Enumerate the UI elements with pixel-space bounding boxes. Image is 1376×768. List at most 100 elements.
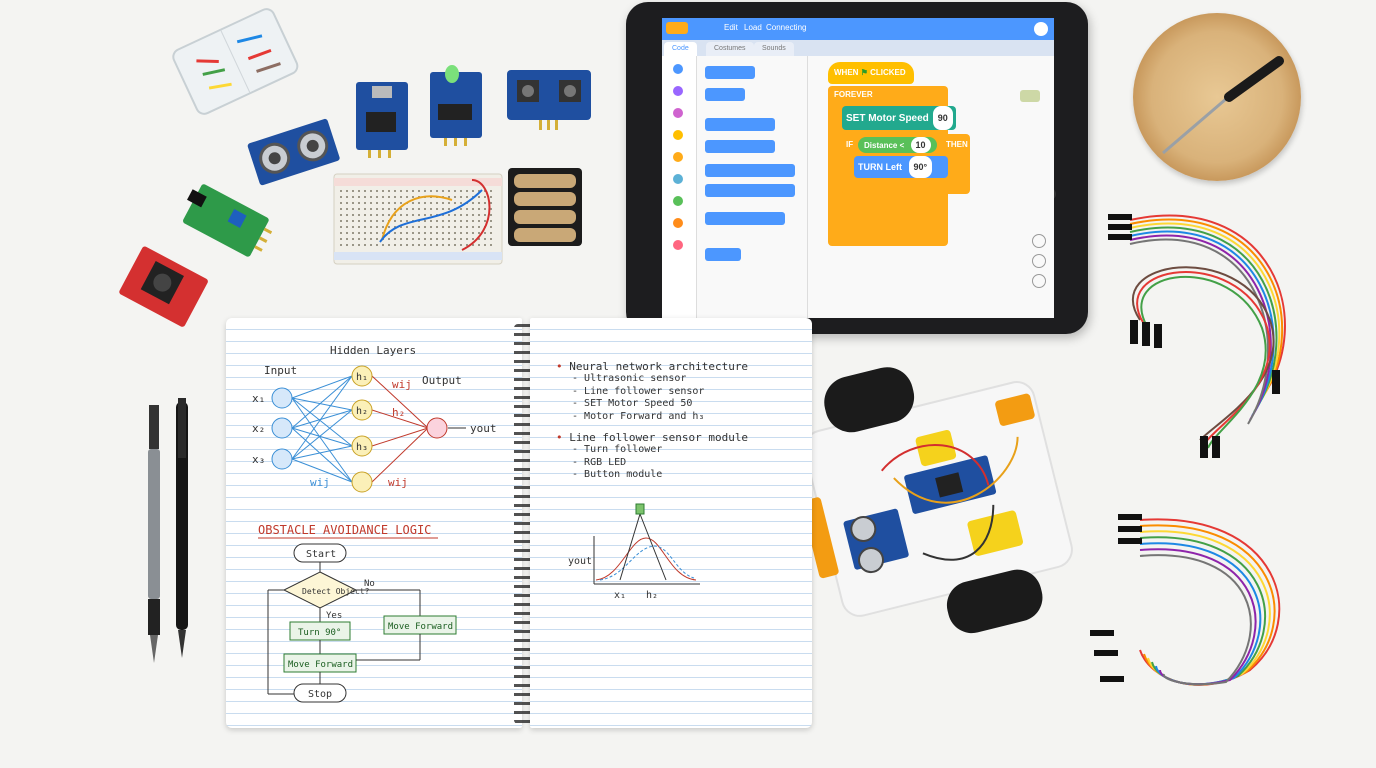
turn-angle-value[interactable]: 90° <box>908 156 933 178</box>
note-item-text: Motor Forward and h₃ <box>584 410 705 422</box>
note-heading-1: • Neural network architecture <box>556 360 749 373</box>
input-x3: x₃ <box>252 453 265 466</box>
flow-stop: Stop <box>308 689 332 700</box>
neural-network-diagram: Hidden Layers Input Output x₁ x₂ x₃ h₁ h… <box>252 344 497 703</box>
spiral-notebook: Hidden Layers Input Output x₁ x₂ x₃ h₁ h… <box>226 318 812 728</box>
black-pen <box>172 398 192 660</box>
category-palette <box>662 56 697 318</box>
note-item: - Line follower sensor <box>572 385 705 397</box>
condition-value[interactable]: 10 <box>910 137 931 153</box>
input-x2: x₂ <box>252 422 265 435</box>
palette-block[interactable] <box>705 248 741 261</box>
category-my-blocks[interactable] <box>673 240 683 250</box>
sprite-thumbnail[interactable] <box>1020 90 1040 102</box>
weight-bottom-left: wij <box>310 476 330 489</box>
sketch-graph: yout x₁ h₂ <box>568 503 700 601</box>
palette-block[interactable] <box>705 212 785 225</box>
flow-decision: Detect Object? <box>302 587 370 596</box>
category-operators[interactable] <box>673 196 683 206</box>
menu-connecting[interactable]: Connecting <box>766 23 807 32</box>
module-blue-buttons <box>505 68 593 132</box>
note-item: - Turn follower <box>572 444 663 455</box>
turn-left-block[interactable]: TURN Left 90° <box>854 156 948 178</box>
note-heading-2: • Line follower sensor module <box>556 431 749 444</box>
note-item-text: Ultrasonic sensor <box>584 373 687 384</box>
module-blue-1 <box>354 78 410 158</box>
nn-input-label: Input <box>264 364 297 377</box>
module-blue-led <box>428 64 484 148</box>
weight-top: wij <box>392 378 412 391</box>
flow-move-right: Move Forward <box>388 622 453 632</box>
turn-direction: Left <box>885 162 903 172</box>
palette-block[interactable] <box>705 88 745 101</box>
note-heading-1-text: Neural network architecture <box>569 360 749 373</box>
palette-block[interactable] <box>705 184 795 197</box>
category-control[interactable] <box>673 152 683 162</box>
flow-no: No <box>364 579 375 589</box>
screwdriver-icon <box>1162 56 1284 155</box>
led-parts-box <box>160 5 308 117</box>
menu-edit[interactable]: Edit <box>724 23 738 32</box>
tab-costumes[interactable]: Costumes <box>706 42 754 56</box>
profile-icon[interactable] <box>1034 22 1048 36</box>
nn-title: Hidden Layers <box>330 344 416 357</box>
note-item-text: Turn follower <box>584 444 663 455</box>
note-heading-2-text: Line follower sensor module <box>569 431 749 444</box>
note-item-text: RGB LED <box>584 456 627 468</box>
notebook-left-page: Hidden Layers Input Output x₁ x₂ x₃ h₁ h… <box>226 318 522 728</box>
then-label: THEN <box>946 140 968 149</box>
turn-label: TURN <box>858 162 883 172</box>
weight-bottom-right: wij <box>388 476 408 489</box>
note-item-text: Line follower sensor <box>584 385 705 397</box>
set-motor-label: SET Motor Speed <box>846 113 929 124</box>
graph-x1: x₁ <box>614 590 626 601</box>
category-looks[interactable] <box>673 86 683 96</box>
green-sensor-module <box>176 180 273 268</box>
palette-block[interactable] <box>705 66 755 79</box>
when-clicked-hat-block[interactable]: WHEN ⚑ CLICKED <box>828 62 914 84</box>
blocks-palette <box>697 56 808 318</box>
category-motion[interactable] <box>673 64 683 74</box>
hidden-h1: h₁ <box>356 372 368 383</box>
flow-move-left: Move Forward <box>288 660 353 670</box>
tab-sounds[interactable]: Sounds <box>754 42 794 56</box>
hidden-h2: h₂ <box>356 406 368 417</box>
category-sensing[interactable] <box>673 174 683 184</box>
category-events[interactable] <box>673 130 683 140</box>
app-logo[interactable] <box>666 22 688 34</box>
menu-load[interactable]: Load <box>744 23 762 32</box>
note-item-text: Button module <box>584 469 663 480</box>
graph-x2: h₂ <box>646 590 658 601</box>
condition-operator: < <box>899 141 905 150</box>
distance-condition[interactable]: Distance < 10 <box>858 137 937 153</box>
note-item: - Button module <box>572 469 663 480</box>
zoom-reset-icon[interactable] <box>1032 274 1046 288</box>
flow-turn: Turn 90° <box>298 628 341 638</box>
palette-block[interactable] <box>705 164 795 177</box>
input-x1: x₁ <box>252 392 265 405</box>
palette-block[interactable] <box>705 118 775 131</box>
weight-mid: h₂ <box>392 406 405 419</box>
battery-holder <box>506 166 584 248</box>
category-sound[interactable] <box>673 108 683 118</box>
note-item: - RGB LED <box>572 456 627 468</box>
motor-speed-value[interactable]: 90 <box>932 106 953 130</box>
jumper-wires-bottom <box>1080 500 1294 710</box>
flow-start: Start <box>306 549 336 560</box>
red-button-module <box>118 244 210 332</box>
tablet: Edit Load Connecting Code Costumes Sound… <box>626 2 1088 334</box>
led-box-icon <box>172 8 299 115</box>
hidden-h3: h₃ <box>356 442 368 453</box>
robot-car <box>790 348 1086 638</box>
zoom-out-icon[interactable] <box>1032 254 1046 268</box>
zoom-in-icon[interactable] <box>1032 234 1046 248</box>
category-variables[interactable] <box>673 218 683 228</box>
palette-block[interactable] <box>705 140 775 153</box>
ultrasonic-sensor-small <box>246 118 342 188</box>
note-item: - SET Motor Speed 50 <box>572 398 693 409</box>
block-coding-app: Edit Load Connecting Code Costumes Sound… <box>662 18 1054 318</box>
notes: • Neural network architecture - Ultrason… <box>556 360 806 482</box>
tab-code[interactable]: Code <box>664 42 697 56</box>
